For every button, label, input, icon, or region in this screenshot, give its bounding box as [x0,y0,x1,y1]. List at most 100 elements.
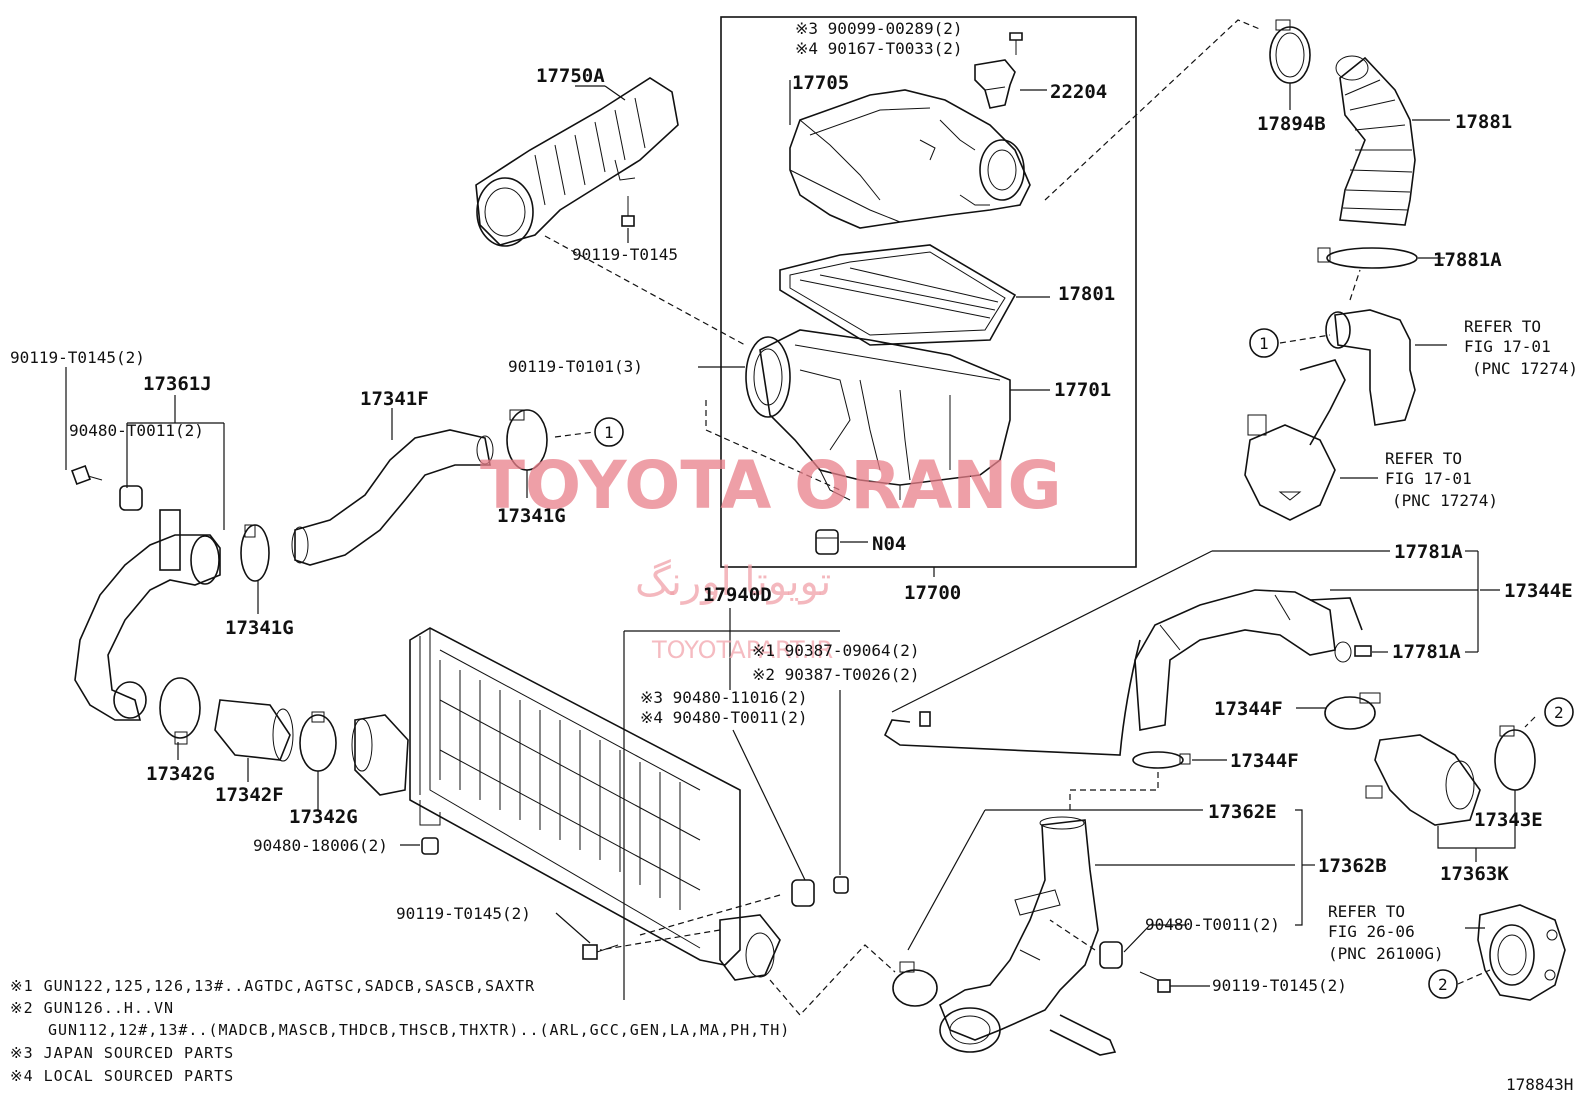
label-17362b[interactable]: 17362B [1318,855,1387,877]
clamp-17342g-left-drawing [159,677,201,745]
refer2-line1: REFER TO [1385,449,1462,468]
clip-90387-drawing [833,876,849,894]
label-90480-11016[interactable]: ※3 90480-11016(2) [640,688,808,707]
hose-17341f-drawing [291,429,494,566]
bolt-90119-t0145-left-drawing [71,465,103,485]
label-17344f-top[interactable]: 17344F [1214,698,1283,720]
footnote-2b: GUN112,12#,13#..(MADCB,MASCB,THDCB,THSCB… [48,1021,790,1039]
air-cleaner-assembly-box [720,16,1137,568]
refer1-line3: (PNC 17274) [1472,359,1578,378]
label-17361j[interactable]: 17361J [143,373,212,395]
clamp-17342g-right-drawing [299,711,337,772]
label-17344f-bottom[interactable]: 17344F [1230,750,1299,772]
clamp-17343e-drawing [1494,725,1536,791]
refer3-line1: REFER TO [1328,902,1405,921]
label-90119-t0101[interactable]: 90119-T0101(3) [508,357,643,376]
refer2-line2: FIG 17-01 [1385,469,1472,488]
label-17700[interactable]: 17700 [904,582,961,604]
grommet-90480-t0011-right-drawing [1099,941,1123,969]
screw-90099-drawing [1009,32,1023,55]
footnote-2a: ※2 GUN126..H..VN [10,999,174,1017]
label-17881[interactable]: 17881 [1455,111,1512,133]
air-cleaner-case-drawing [745,329,1011,501]
ref-circle-1-right: 1 [1259,334,1269,353]
label-90119-t0145-left[interactable]: 90119-T0145(2) [10,348,145,367]
label-17363k[interactable]: 17363K [1440,863,1509,885]
watermark-persian: تویوتا اورنگ [635,559,831,605]
throttle-adapter-fig17-drawing [1244,359,1346,521]
label-17781a-top[interactable]: 17781A [1394,541,1463,563]
refer1-line2: FIG 17-01 [1464,337,1551,356]
grommet-90480-t0011-left-drawing [119,485,143,511]
label-n04[interactable]: N04 [872,533,906,555]
label-90387-t0026[interactable]: ※2 90387-T0026(2) [752,665,920,684]
label-90480-t0011-right[interactable]: 90480-T0011(2) [1145,915,1280,934]
label-17701[interactable]: 17701 [1054,379,1111,401]
clip-17781a-right-drawing [1354,645,1372,657]
label-17343e[interactable]: 17343E [1474,809,1543,831]
watermark-brand: TOYOTA ORANG [480,447,1062,524]
label-17344e[interactable]: 17344E [1504,580,1573,602]
refer2-line3: (PNC 17274) [1392,491,1498,510]
clamp-17894b-drawing [1269,19,1311,84]
clamp-17344f-right-drawing [1324,692,1381,730]
bolt-90119-t0145-intercooler-drawing [582,944,619,960]
label-17342g-right[interactable]: 17342G [289,806,358,828]
ref-circle-1-left: 1 [604,423,614,442]
clamp-17362-lower-drawing [892,961,938,1007]
label-17341g-left[interactable]: 17341G [225,617,294,639]
clamp-17881a-drawing [1317,247,1418,269]
clamp-17344f-left-drawing [1132,751,1191,769]
grommet-90480-18006-drawing [421,837,439,855]
watermark-url: TOYOTAPART.IR [651,636,833,664]
label-17750a[interactable]: 17750A [536,65,605,87]
label-17705[interactable]: 17705 [792,72,849,94]
ref-circle-2-bottom: 2 [1438,975,1448,994]
grommet-n04-drawing [815,529,839,555]
label-90480-18006[interactable]: 90480-18006(2) [253,836,388,855]
footnote-4: ※4 LOCAL SOURCED PARTS [10,1067,234,1085]
label-90099-00289[interactable]: ※3 90099-00289(2) [795,19,963,38]
grommet-right-90480-drawing [791,879,815,907]
footnote-1: ※1 GUN122,125,126,13#..AGTDC,AGTSC,SADCB… [10,977,535,995]
label-90119-t0145-top[interactable]: 90119-T0145 [572,245,678,264]
label-90167-t0033[interactable]: ※4 90167-T0033(2) [795,39,963,58]
refer3-line3: (PNC 26100G) [1328,944,1444,963]
bolt-90119-t0145-top-drawing [621,196,635,227]
air-filter-element-drawing [779,244,1017,346]
intercooler-outlet-pipe-drawing [939,816,1117,1056]
air-hose-17881-drawing [1335,55,1416,226]
label-17341g-right[interactable]: 17341G [497,505,566,527]
refer1-line1: REFER TO [1464,317,1541,336]
diagram-id: 178843H [1506,1075,1573,1094]
label-90480-t0011-left[interactable]: 90480-T0011(2) [69,421,204,440]
label-17894b[interactable]: 17894B [1257,113,1326,135]
footnote-3: ※3 JAPAN SOURCED PARTS [10,1044,234,1062]
label-17362e[interactable]: 17362E [1208,801,1277,823]
clip-17781a-left-drawing [919,711,931,727]
ref-circle-2-top: 2 [1554,703,1564,722]
intercooler-drawing [351,627,781,981]
label-17781a-bottom[interactable]: 17781A [1392,641,1461,663]
refer3-line2: FIG 26-06 [1328,922,1415,941]
label-17342g-left[interactable]: 17342G [146,763,215,785]
label-22204[interactable]: 22204 [1050,81,1107,103]
bolt-90119-t0145-right-drawing [1139,971,1171,993]
label-17940d[interactable]: 17940D [703,584,772,606]
label-17881a[interactable]: 17881A [1433,249,1502,271]
label-90480-t0011-intercooler[interactable]: ※4 90480-T0011(2) [640,708,808,727]
intercooler-pipe-17361j-drawing [74,509,221,721]
label-17801[interactable]: 17801 [1058,283,1115,305]
throttle-body-fig26-drawing [1477,904,1566,1001]
air-connector-17363k-drawing [1365,734,1481,826]
label-17342f[interactable]: 17342F [215,784,284,806]
label-17341f[interactable]: 17341F [360,388,429,410]
hose-17342f-drawing [214,699,294,762]
label-90387-09064[interactable]: ※1 90387-09064(2) [752,641,920,660]
label-90119-t0145-right[interactable]: 90119-T0145(2) [1212,976,1347,995]
label-90119-t0145-intercooler[interactable]: 90119-T0145(2) [396,904,531,923]
vacuum-hose-17344e-drawing [883,589,1363,756]
clamp-17341g-left-drawing [240,524,270,582]
intake-pipe-fig17-drawing [1325,309,1416,426]
